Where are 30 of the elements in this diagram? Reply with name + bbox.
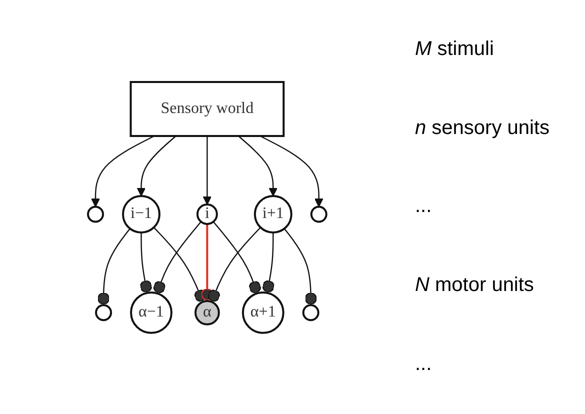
- connector: [284, 228, 318, 305]
- label-text: M stimuli: [415, 38, 495, 61]
- arrow: [91, 135, 155, 207]
- connector: [98, 228, 131, 305]
- node-circle: α: [194, 300, 220, 325]
- connector: [262, 232, 275, 293]
- connector: [154, 226, 207, 302]
- node-circle: i: [196, 203, 218, 225]
- connector: [208, 226, 262, 302]
- label-text: ...: [415, 353, 433, 376]
- arrow: [260, 135, 324, 207]
- connector: [213, 220, 262, 294]
- connector: [140, 232, 152, 293]
- node-circle: α−1: [130, 291, 173, 334]
- label-text: N motor units: [415, 274, 535, 298]
- label-text: n sensory units: [415, 116, 551, 140]
- node-circle: [302, 304, 320, 321]
- node-circle: i−1: [122, 194, 161, 234]
- connector: [154, 220, 202, 294]
- connector: [201, 224, 214, 301]
- arrow: [203, 136, 212, 204]
- node-box: Sensory world: [130, 80, 285, 137]
- node-circle: [87, 205, 104, 222]
- arrow: [137, 135, 177, 196]
- label-text: ...: [415, 195, 433, 218]
- node-circle: [310, 205, 328, 222]
- arrow: [238, 135, 278, 196]
- node-circle: [95, 304, 112, 321]
- node-circle: i+1: [254, 194, 293, 234]
- node-circle: α+1: [242, 291, 285, 334]
